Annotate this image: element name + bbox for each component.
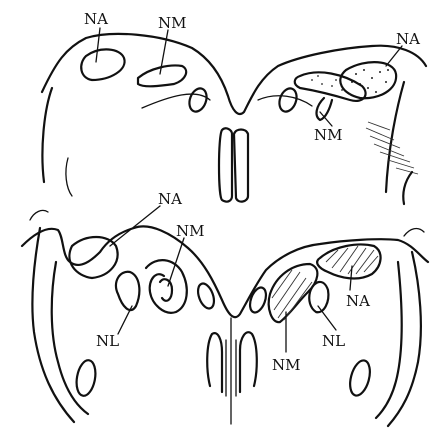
upper-right-floor-curve xyxy=(258,96,312,106)
label-upper-na-right: NA xyxy=(396,30,420,48)
lower-midline-tube-outer-left xyxy=(207,333,222,392)
label-lower-na-right: NA xyxy=(346,292,370,310)
upper-right-lateral-line xyxy=(386,82,404,192)
label-upper-nm-left: NM xyxy=(158,14,186,32)
lower-nl-left-nucleus xyxy=(116,272,139,310)
upper-nm-left-nucleus xyxy=(138,66,186,87)
label-lower-na-left: NA xyxy=(158,190,182,208)
upper-midline-tube-left xyxy=(219,128,232,201)
label-lower-nl-right: NL xyxy=(322,332,345,350)
lower-midline-tube-outer-right xyxy=(240,332,257,392)
upper-section xyxy=(42,34,426,204)
lower-top-left-bump xyxy=(30,210,48,220)
label-lower-nl-left: NL xyxy=(96,332,119,350)
lower-nm-left-nucleus xyxy=(146,260,187,313)
lower-section xyxy=(22,210,428,426)
lower-right-ventral-oval xyxy=(347,358,374,397)
lower-left-small-oval xyxy=(195,281,217,310)
lower-right-outer-wall xyxy=(388,252,421,426)
label-lower-nm-right: NM xyxy=(272,356,300,374)
upper-section-outline xyxy=(42,34,426,114)
lower-left-ventral-oval xyxy=(74,359,98,398)
lower-nm-left-inner xyxy=(160,279,172,301)
labels: NA NM NA NM NA NM NL NA NL NM xyxy=(84,10,420,374)
upper-right-small-oval xyxy=(276,86,299,114)
label-lower-nm-left: NM xyxy=(176,222,204,240)
upper-left-floor-curve xyxy=(142,94,210,108)
label-upper-nm-right: NM xyxy=(314,126,342,144)
label-upper-na-left: NA xyxy=(84,10,108,28)
upper-na-right-nucleus xyxy=(340,62,396,98)
upper-na-right-stipple xyxy=(351,69,389,93)
upper-right-lower-curve xyxy=(403,172,412,204)
lower-right-inner-wall xyxy=(376,262,402,418)
upper-na-left-nucleus xyxy=(81,49,124,80)
upper-left-small-oval xyxy=(186,86,209,114)
upper-midline-tube-right xyxy=(234,130,248,202)
upper-left-small-hook xyxy=(66,158,72,196)
upper-left-lateral-line xyxy=(42,88,52,182)
lower-left-inner-wall xyxy=(52,262,88,414)
lower-top-right-bump xyxy=(404,229,424,236)
lower-right-small-oval xyxy=(247,285,269,314)
